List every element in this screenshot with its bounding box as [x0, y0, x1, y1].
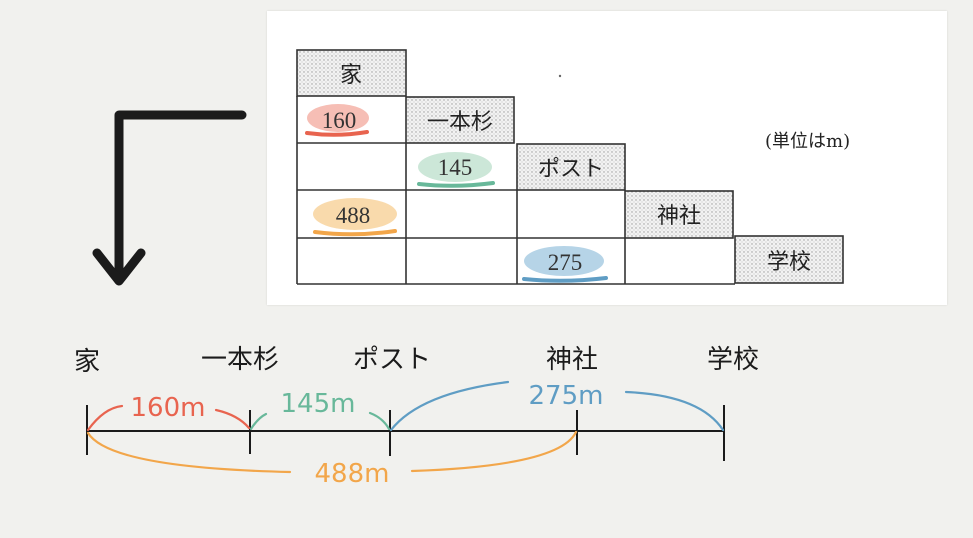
- value-ie-ipponsugi: 160: [322, 108, 357, 133]
- highlight-488: [313, 198, 397, 237]
- unit-note: (単位はm): [765, 131, 850, 152]
- place-label-post: ポスト: [353, 345, 431, 375]
- highlight-160: [305, 104, 369, 137]
- speck: [558, 74, 562, 78]
- header-text-ie: 家: [340, 63, 362, 88]
- distance-label-488m: 488m: [315, 459, 390, 489]
- header-text-jinja: 神社: [657, 204, 701, 229]
- distance-label-160m: 160m: [131, 393, 206, 423]
- header-cell-ie: [296, 49, 407, 97]
- highlight-275: [522, 246, 608, 283]
- arc-ie-jinja: [86, 430, 578, 474]
- place-label-ipponsugi: 一本杉: [201, 345, 279, 375]
- distance-table: 家 一本杉 ポスト 神社 学校 160 145 488 275 (単位はm): [296, 49, 850, 285]
- place-label-jinja: 神社: [546, 345, 598, 375]
- highlight-145: [417, 152, 495, 188]
- header-cell-jinja: [624, 190, 734, 239]
- header-text-ipponsugi: 一本杉: [427, 110, 493, 135]
- header-cell-gakkou: [734, 235, 844, 284]
- value-ipponsugi-post: 145: [438, 155, 473, 180]
- header-text-gakkou: 学校: [767, 250, 811, 275]
- distance-label-145m: 145m: [281, 389, 356, 419]
- arc-ipponsugi-post: [249, 411, 391, 431]
- value-ie-jinja: 488: [336, 203, 371, 228]
- table-grid: [296, 96, 735, 285]
- arc-post-gakkou: [389, 380, 725, 432]
- header-cell-ipponsugi: [405, 96, 515, 144]
- header-text-post: ポスト: [538, 157, 604, 182]
- place-label-gakkou: 学校: [707, 345, 759, 375]
- arc-ie-ipponsugi: [86, 404, 251, 432]
- place-label-ie: 家: [74, 347, 100, 377]
- distance-label-275m: 275m: [529, 381, 604, 411]
- value-post-gakkou: 275: [548, 250, 583, 275]
- header-cell-post: [516, 143, 626, 191]
- down-arrow-icon: [92, 110, 247, 286]
- distance-table-card: 家 一本杉 ポスト 神社 学校 160 145 488 275 (単位はm): [267, 11, 947, 305]
